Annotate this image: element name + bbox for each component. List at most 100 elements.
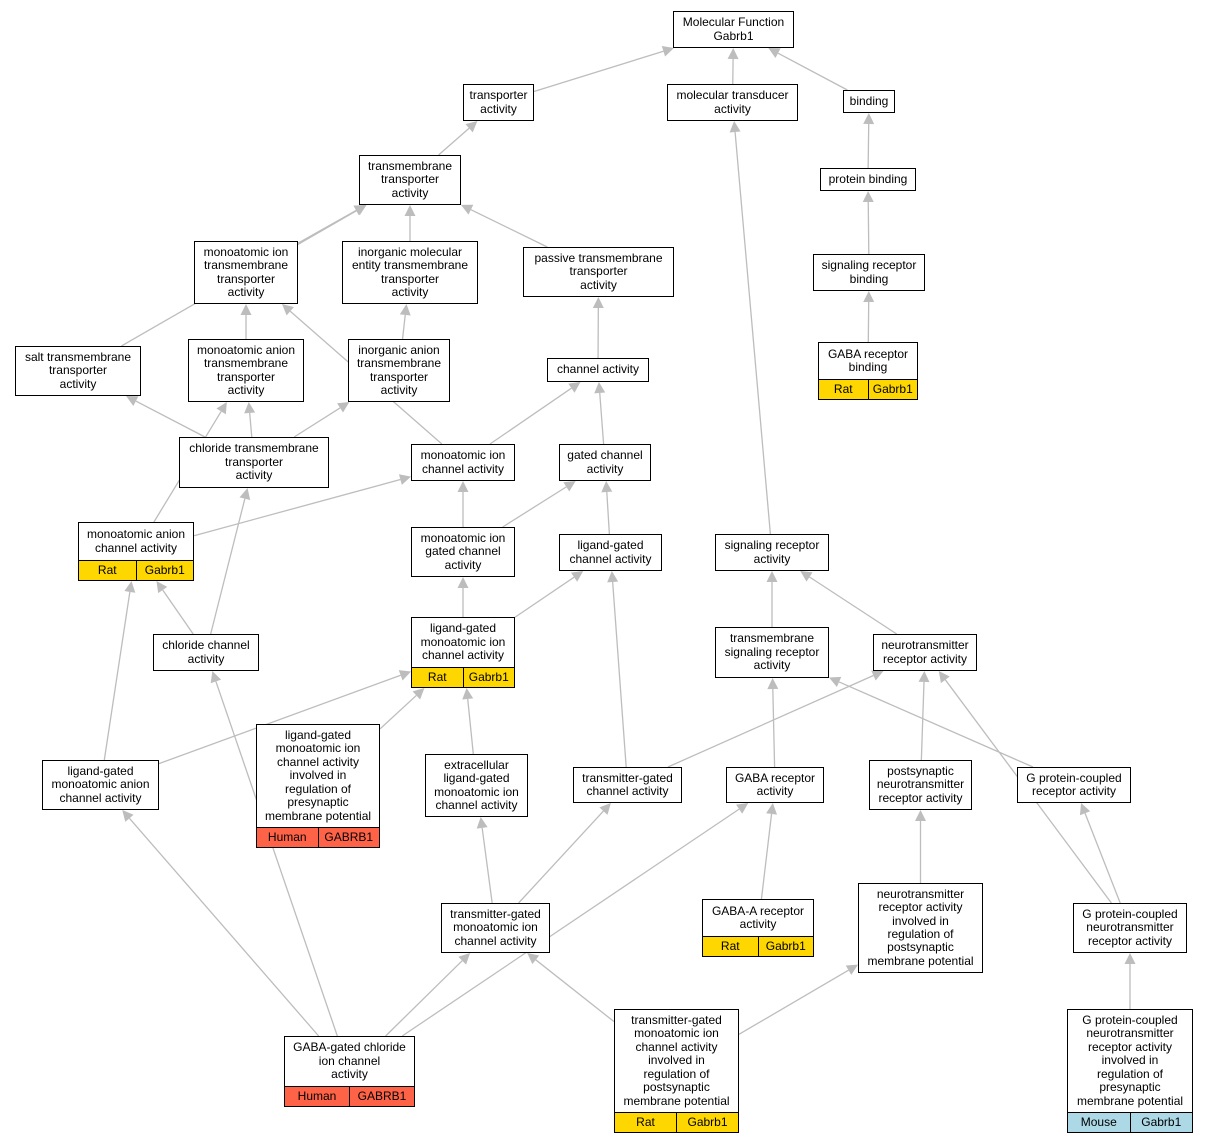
go-term-chloride-tm[interactable]: chloride transmembrane transporter activ… bbox=[179, 437, 329, 488]
arrowhead bbox=[156, 581, 168, 594]
go-term-label: gated channel activity bbox=[567, 448, 643, 476]
go-term-inorg-anion-tm[interactable]: inorganic anion transmembrane transporte… bbox=[348, 339, 450, 402]
go-term-ion-tm[interactable]: monoatomic ion transmembrane transporter… bbox=[194, 241, 298, 304]
edge-transmitter_gated_ion-to-transmitter_gated bbox=[518, 810, 604, 904]
arrowhead bbox=[465, 121, 478, 133]
go-term-label: ligand-gated channel activity bbox=[569, 538, 652, 566]
go-term-label: chloride transmembrane transporter activ… bbox=[189, 441, 319, 483]
edge-transmitter_gated-to-nt_receptor bbox=[667, 674, 874, 768]
edge-lig_gated_anion-to-lig_gated_ion bbox=[158, 674, 401, 765]
arrowhead bbox=[863, 291, 875, 303]
edge-tm_transporter-to-transporter bbox=[438, 127, 470, 156]
go-term-sig-rec-binding[interactable]: signaling receptor binding bbox=[813, 254, 925, 291]
edge-gated_channel-to-channel bbox=[599, 392, 605, 445]
gene-tag: Gabrb1 bbox=[867, 380, 918, 399]
arrowhead bbox=[592, 297, 604, 309]
arrowhead bbox=[1079, 803, 1091, 816]
go-term-transducer[interactable]: molecular transducer activity bbox=[667, 84, 798, 121]
go-term-lig-gated-ion[interactable]: ligand-gated monoatomic ion channel acti… bbox=[411, 617, 515, 688]
go-term-protein-binding[interactable]: protein binding bbox=[820, 168, 916, 191]
organism-tag: Rat bbox=[833, 381, 853, 396]
go-term-nt-postsyn-reg[interactable]: neurotransmitter receptor activity invol… bbox=[858, 883, 983, 973]
go-term-tg-postsyn[interactable]: transmitter-gated monoatomic ion channel… bbox=[614, 1009, 739, 1133]
go-term-channel[interactable]: channel activity bbox=[547, 358, 649, 382]
go-term-passive-tm[interactable]: passive transmembrane transporter activi… bbox=[523, 247, 674, 297]
arrowhead bbox=[571, 571, 584, 582]
go-term-label: monoatomic ion transmembrane transporter… bbox=[203, 244, 289, 299]
go-term-label: monoatomic ion channel activity bbox=[420, 448, 506, 476]
edge-gaba_chloride-to-transmitter_gated_ion bbox=[385, 960, 463, 1037]
go-term-lig-gated-anion[interactable]: ligand-gated monoatomic anion channel ac… bbox=[42, 760, 159, 810]
go-term-sig-receptor[interactable]: signaling receptor activity bbox=[715, 534, 829, 571]
arrowhead bbox=[563, 481, 576, 492]
go-term-binding[interactable]: binding bbox=[843, 90, 895, 113]
go-term-gated-channel[interactable]: gated channel activity bbox=[559, 444, 651, 481]
arrowhead bbox=[862, 191, 874, 203]
go-term-label: G protein-coupled neurotransmitter recep… bbox=[1082, 906, 1178, 948]
arrowhead bbox=[457, 481, 469, 492]
go-term-tm-transporter[interactable]: transmembrane transporter activity bbox=[359, 155, 461, 205]
gene-tag: GABRB1 bbox=[317, 828, 380, 847]
go-term-anion-tm[interactable]: monoatomic anion transmembrane transport… bbox=[188, 339, 304, 402]
go-term-transmitter-gated[interactable]: transmitter-gated channel activity bbox=[573, 767, 682, 803]
go-term-tm-sig-receptor[interactable]: transmembrane signaling receptor activit… bbox=[715, 627, 829, 678]
arrowhead bbox=[915, 810, 926, 821]
arrowhead bbox=[568, 382, 581, 393]
go-term-label: chloride channel activity bbox=[162, 638, 250, 666]
go-term-label: G protein-coupled receptor activity bbox=[1026, 770, 1122, 798]
go-term-label: G protein-coupled neurotransmitter recep… bbox=[1076, 1013, 1184, 1108]
go-term-ion-channel[interactable]: monoatomic ion channel activity bbox=[411, 444, 515, 481]
go-term-label: ligand-gated monoatomic anion channel ac… bbox=[51, 763, 150, 805]
go-term-ion-gated[interactable]: monoatomic ion gated channel activity bbox=[411, 527, 515, 577]
arrowhead bbox=[845, 964, 858, 975]
arrowhead bbox=[800, 571, 813, 582]
go-term-mf[interactable]: Molecular Function Gabrb1 bbox=[673, 11, 794, 48]
go-term-gpcr[interactable]: G protein-coupled receptor activity bbox=[1017, 767, 1131, 803]
arrowhead bbox=[829, 676, 842, 687]
go-term-transporter[interactable]: transporter activity bbox=[463, 84, 534, 121]
edge-gaba_a-to-gaba_receptor bbox=[760, 813, 773, 900]
go-term-gpcr-presyn[interactable]: G protein-coupled neurotransmitter recep… bbox=[1067, 1009, 1193, 1133]
organism-tag: Rat bbox=[427, 669, 447, 684]
go-term-lig-gated-channel[interactable]: ligand-gated channel activity bbox=[559, 534, 662, 571]
arrowhead bbox=[766, 803, 778, 815]
go-term-salt-tm[interactable]: salt transmembrane transporter activity bbox=[15, 346, 141, 396]
arrowhead bbox=[607, 571, 619, 583]
edge-transporter-to-mf bbox=[533, 50, 664, 93]
arrowhead bbox=[398, 474, 411, 485]
go-term-postsyn-nt[interactable]: postsynaptic neurotransmitter receptor a… bbox=[869, 760, 972, 810]
arrowhead bbox=[126, 396, 139, 406]
gene-tag: GABRB1 bbox=[349, 1087, 414, 1106]
arrowhead bbox=[216, 402, 227, 415]
edge-transmitter_gated-to-lig_gated_channel bbox=[612, 581, 627, 768]
gene-tag: Gabrb1 bbox=[757, 937, 814, 956]
arrowhead bbox=[337, 402, 350, 413]
arrowhead bbox=[767, 678, 779, 690]
arrowhead bbox=[768, 48, 781, 59]
edge-ion_channel-to-channel bbox=[489, 387, 572, 445]
arrowhead bbox=[736, 803, 749, 814]
edge-chloride_tm-to-salt_tm bbox=[135, 400, 206, 438]
go-term-gpcr-nt[interactable]: G protein-coupled neurotransmitter recep… bbox=[1073, 903, 1187, 953]
go-term-label: monoatomic ion gated channel activity bbox=[420, 530, 506, 572]
go-term-nt-receptor[interactable]: neurotransmitter receptor activity bbox=[873, 634, 977, 671]
go-term-label: inorganic molecular entity transmembrane… bbox=[351, 244, 469, 299]
go-term-gaba-chloride[interactable]: GABA-gated chloride ion channel activity… bbox=[284, 1036, 415, 1107]
go-term-extracellular-lig[interactable]: extracellular ligand-gated monoatomic io… bbox=[425, 754, 528, 817]
go-term-inorg-mol[interactable]: inorganic molecular entity transmembrane… bbox=[342, 241, 478, 304]
gene-tag: Gabrb1 bbox=[1129, 1113, 1193, 1132]
go-term-label: transporter activity bbox=[469, 88, 528, 116]
edge-sig_receptor-to-transducer bbox=[734, 131, 772, 535]
organism-tag: Rat bbox=[720, 938, 740, 953]
go-term-chloride-channel[interactable]: chloride channel activity bbox=[153, 634, 259, 671]
go-term-gaba-receptor[interactable]: GABA receptor activity bbox=[726, 767, 824, 803]
go-term-transmitter-gated-ion[interactable]: transmitter-gated monoatomic ion channel… bbox=[441, 903, 550, 953]
gene-tag: Gabrb1 bbox=[462, 668, 515, 687]
gene-tag: Gabrb1 bbox=[676, 1113, 738, 1132]
go-term-lig-gated-presyn[interactable]: ligand-gated monoatomic ion channel acti… bbox=[256, 724, 380, 848]
